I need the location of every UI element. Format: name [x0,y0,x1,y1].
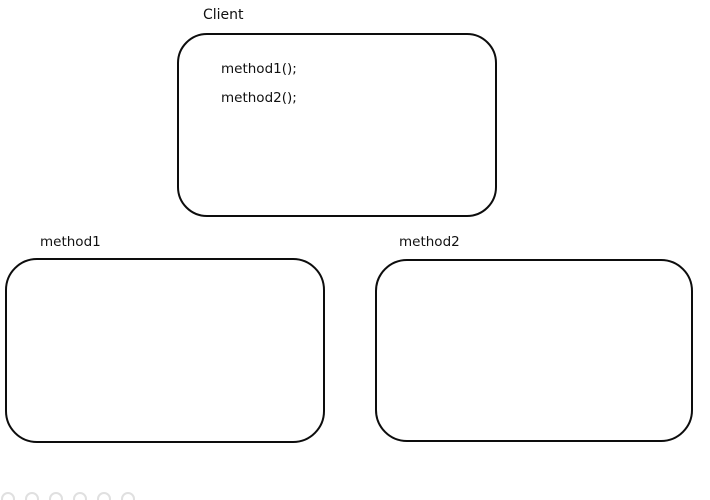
client-code-block: method1(); method2(); [221,61,297,119]
footer-dot-icon [1,492,15,500]
footer-dot-icon [97,492,111,500]
client-box: method1(); method2(); [177,33,497,217]
footer-dot-icon [25,492,39,500]
footer-dots [1,492,135,500]
method2-box-label: method2 [399,234,460,250]
footer-dot-icon [49,492,63,500]
footer-dot-icon [73,492,87,500]
client-box-label: Client [203,7,244,23]
client-code-line: method2(); [221,90,297,106]
method2-box [375,259,693,442]
client-code-line: method1(); [221,61,297,77]
method1-box [5,258,325,443]
footer-dot-icon [121,492,135,500]
method1-box-label: method1 [40,234,101,250]
